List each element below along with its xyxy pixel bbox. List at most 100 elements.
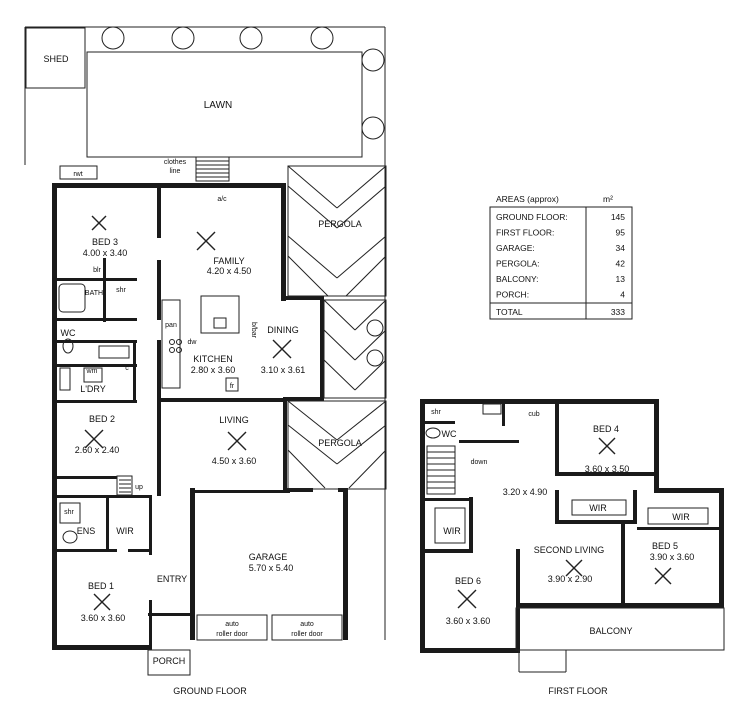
garage-name: GARAGE — [249, 552, 288, 562]
areas-row-value: 95 — [616, 228, 626, 238]
areas-unit: m² — [603, 194, 613, 204]
second-living-name: SECOND LIVING — [534, 545, 605, 555]
ff-stair-dims: 3.20 x 4.90 — [503, 487, 548, 497]
rwt-label: rwt — [73, 171, 82, 178]
roller-doors: auto roller door auto roller door — [196, 614, 343, 641]
areas-row-label: BALCONY: — [496, 274, 539, 284]
ff-shr-label: shr — [431, 409, 441, 416]
porch-label: PORCH — [153, 656, 186, 666]
light-icon — [93, 593, 111, 611]
ens-label: ENS — [77, 526, 96, 536]
tree-icon — [310, 26, 334, 50]
bed4-name: BED 4 — [593, 424, 619, 434]
roller-door-1-line1: auto — [225, 621, 239, 628]
cooktop-icon — [169, 347, 175, 353]
light-icon — [91, 215, 107, 231]
garage-dims: 5.70 x 5.40 — [249, 563, 294, 573]
laundry-trough — [59, 367, 71, 391]
light-icon — [457, 589, 477, 609]
pan-label: pan — [165, 322, 177, 329]
tree-icon — [101, 26, 125, 50]
lawn: LAWN — [86, 51, 363, 158]
areas-row-value: 145 — [611, 212, 625, 222]
dw-label: dw — [188, 339, 198, 346]
bed2-dims: 2.60 x 2.40 — [75, 445, 120, 455]
pergola-dining — [323, 299, 387, 399]
pergola-mid-label: PERGOLA — [318, 438, 362, 448]
wir-shelf — [571, 499, 627, 516]
light-icon — [272, 339, 292, 359]
entry-label: ENTRY — [157, 574, 187, 584]
bed5-dims: 3.90 x 3.60 — [650, 552, 695, 562]
bed6-name: BED 6 — [455, 576, 481, 586]
bed5-name: BED 5 — [652, 541, 678, 551]
ground-floor-labels: BED 3 4.00 x 3.40 blr BATH shr WC wm c L… — [61, 196, 306, 623]
ens-vanity — [62, 530, 78, 544]
c-label: c — [125, 365, 129, 372]
bath-tub — [58, 283, 86, 313]
first-floor-walls — [420, 399, 724, 653]
fr-label: fr — [230, 383, 235, 390]
toilet-icon — [62, 338, 74, 354]
washing-machine — [83, 367, 103, 383]
ens-shr-label: shr — [64, 509, 74, 516]
first-floor-labels: shr WC cub down 3.20 x 4.90 BED 4 3.60 x… — [431, 409, 694, 626]
light-icon — [598, 437, 616, 455]
basin-icon — [482, 403, 502, 415]
pergola-top — [287, 165, 387, 297]
areas-row-label: FIRST FLOOR: — [496, 228, 554, 238]
bath-label: BATH — [85, 290, 103, 297]
kitchen-name: KITCHEN — [193, 354, 233, 364]
areas-row-value: 34 — [616, 243, 626, 253]
dining-name: DINING — [267, 325, 299, 335]
roller-door-2-line1: auto — [300, 621, 314, 628]
second-living-dims: 3.90 x 2.90 — [548, 574, 593, 584]
light-fixtures — [84, 215, 672, 611]
line-label: line — [170, 168, 181, 175]
outdoor-table-icon — [366, 349, 384, 367]
family-dims: 4.20 x 4.50 — [207, 266, 252, 276]
toilet-icon — [425, 427, 441, 439]
light-icon — [565, 559, 583, 577]
tree-icon — [239, 26, 263, 50]
sink-icon — [213, 317, 227, 329]
ground-floor-title: GROUND FLOOR — [173, 686, 247, 696]
outdoor-table-icon — [366, 319, 384, 337]
light-icon — [654, 567, 672, 585]
kitchen-dims: 2.80 x 3.60 — [191, 365, 236, 375]
living-dims: 4.50 x 3.60 — [212, 456, 257, 466]
areas-total-label: TOTAL — [496, 307, 523, 317]
first-floor-fixtures — [425, 403, 709, 544]
light-icon — [84, 429, 104, 449]
areas-row-value: 42 — [616, 259, 626, 269]
tree-icon — [361, 48, 385, 72]
pergola-mid — [287, 400, 387, 490]
bed3-name: BED 3 — [92, 237, 118, 247]
roller-door-2-line2: roller door — [291, 631, 323, 638]
light-icon — [227, 431, 247, 451]
ff-cub-label: cub — [528, 411, 539, 418]
ff-down-label: down — [471, 459, 488, 466]
wir-shelf — [647, 507, 709, 525]
bed3-dims: 4.00 x 3.40 — [83, 248, 128, 258]
areas-total-value: 333 — [611, 307, 625, 317]
rwt: rwt — [59, 165, 98, 180]
clothes-label: clothes — [164, 159, 187, 166]
ens-shower — [59, 502, 81, 524]
areas-row-value: 4 — [620, 290, 625, 300]
roller-door-1-line2: roller door — [216, 631, 248, 638]
dining-dims: 3.10 x 3.61 — [261, 365, 306, 375]
areas-table: AREAS (approx) m² GROUND FLOOR:145FIRST … — [489, 194, 633, 320]
balcony: BALCONY — [515, 607, 725, 673]
fridge-space — [225, 377, 239, 392]
bed1-name: BED 1 — [88, 581, 114, 591]
blr-label: blr — [93, 267, 101, 274]
living-name: LIVING — [219, 415, 249, 425]
shed: SHED — [25, 27, 86, 89]
ff-wc-label: WC — [442, 429, 457, 439]
areas-row-label: PERGOLA: — [496, 259, 539, 269]
areas-row-label: PORCH: — [496, 290, 529, 300]
up-label: up — [135, 484, 143, 491]
tree-icon — [361, 116, 385, 140]
